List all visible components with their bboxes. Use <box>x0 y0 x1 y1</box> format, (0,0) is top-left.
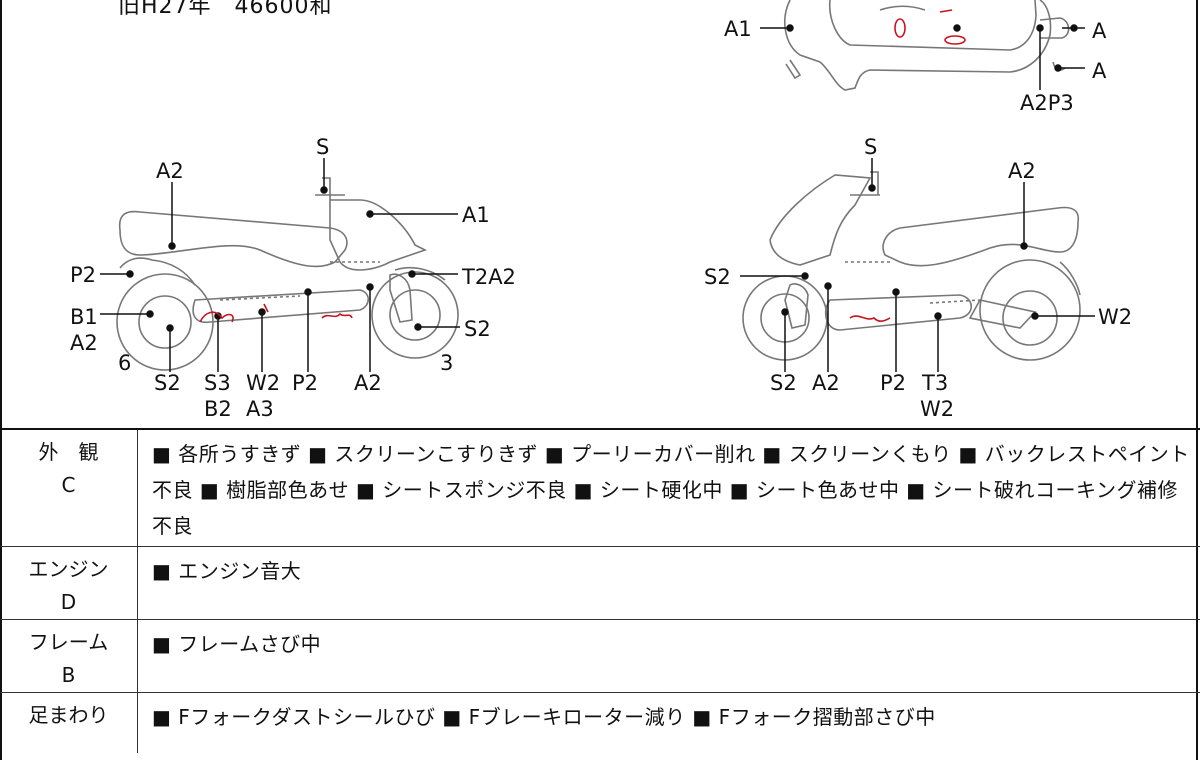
label-w2-left: W2 <box>246 371 281 395</box>
label-a-right2: A <box>1092 59 1107 83</box>
label-p2-bottom-right: P2 <box>880 371 907 395</box>
label-three: 3 <box>440 351 454 375</box>
table-row-frame: フレーム B ■ フレームさび中 <box>0 620 1200 693</box>
label-w2-bottom-right: W2 <box>920 397 955 421</box>
row-label-line1: フレーム <box>28 630 109 654</box>
label-a2p3: A2P3 <box>1020 91 1074 115</box>
table-row-engine: エンジン D ■ エンジン音大 <box>0 547 1200 620</box>
row-text-suspension: ■ Fフォークダストシールひび ■ Fブレーキローター減り ■ Fフォーク摺動部… <box>152 705 936 729</box>
label-a2-bottom-right: A2 <box>812 371 840 395</box>
table-row-exterior: 外 観 C ■ 各所うすきず ■ スクリーンこすりきず ■ プーリーカバー削れ … <box>0 430 1200 547</box>
row-label-suspension: 足まわり <box>0 693 138 753</box>
table-row-suspension: 足まわり ■ Fフォークダストシールひび ■ Fブレーキローター減り ■ Fフォ… <box>0 693 1200 753</box>
row-text-frame: ■ フレームさび中 <box>152 632 322 656</box>
row-text-engine: ■ エンジン音大 <box>152 559 302 583</box>
label-six: 6 <box>118 351 132 375</box>
row-label-frame: フレーム B <box>0 620 138 692</box>
label-s-right: S <box>864 135 878 159</box>
label-t2a2: T2A2 <box>462 265 516 289</box>
label-b2: B2 <box>204 397 232 421</box>
label-a1-left: A1 <box>462 203 490 227</box>
row-label-line1: 外 観 <box>38 440 99 464</box>
label-s2-right: S2 <box>464 317 491 341</box>
row-label-line1: エンジン <box>28 557 109 581</box>
damage-diagram: A1 A A A2P3 S A2 A1 P2 T2A2 B1 A2 S2 6 3… <box>70 0 1133 421</box>
model-year-header: 旧H27年 46600和 <box>118 0 333 19</box>
row-label-line1: 足まわり <box>28 703 109 727</box>
label-s2-left-right: S2 <box>704 265 731 289</box>
label-a3: A3 <box>246 397 274 421</box>
label-t3: T3 <box>922 371 949 395</box>
label-a2-under-b1: A2 <box>70 331 98 355</box>
label-b1: B1 <box>70 305 98 329</box>
row-label-exterior: 外 観 C <box>0 430 138 546</box>
label-w2-right: W2 <box>1098 305 1133 329</box>
label-a2-top-left: A2 <box>156 159 184 183</box>
right-scooter <box>742 171 1081 361</box>
label-s2-bottom-left: S2 <box>154 371 181 395</box>
condition-table: 外 観 C ■ 各所うすきず ■ スクリーンこすりきず ■ プーリーカバー削れ … <box>0 428 1200 753</box>
label-p2-left: P2 <box>70 263 97 287</box>
label-a-right1: A <box>1092 19 1107 43</box>
row-label-engine: エンジン D <box>0 547 138 619</box>
label-s-left: S <box>316 135 330 159</box>
left-scooter <box>116 177 459 371</box>
label-s2-bottom-right: S2 <box>770 371 797 395</box>
red-damage-marks <box>199 9 966 323</box>
label-a2-top-right: A2 <box>1008 159 1036 183</box>
label-a2-bottom-left: A2 <box>354 371 382 395</box>
scooter-illustration <box>100 0 1095 372</box>
label-a1-top: A1 <box>724 17 752 41</box>
row-label-line2: B <box>61 663 76 687</box>
row-text-exterior: ■ 各所うすきず ■ スクリーンこすりきず ■ プーリーカバー削れ ■ スクリー… <box>152 442 1190 538</box>
top-view-scooter <box>784 0 1070 91</box>
label-s3: S3 <box>204 371 231 395</box>
row-label-line2: C <box>61 473 76 497</box>
label-p2-bottom-left: P2 <box>292 371 319 395</box>
row-label-line2: D <box>60 590 77 614</box>
